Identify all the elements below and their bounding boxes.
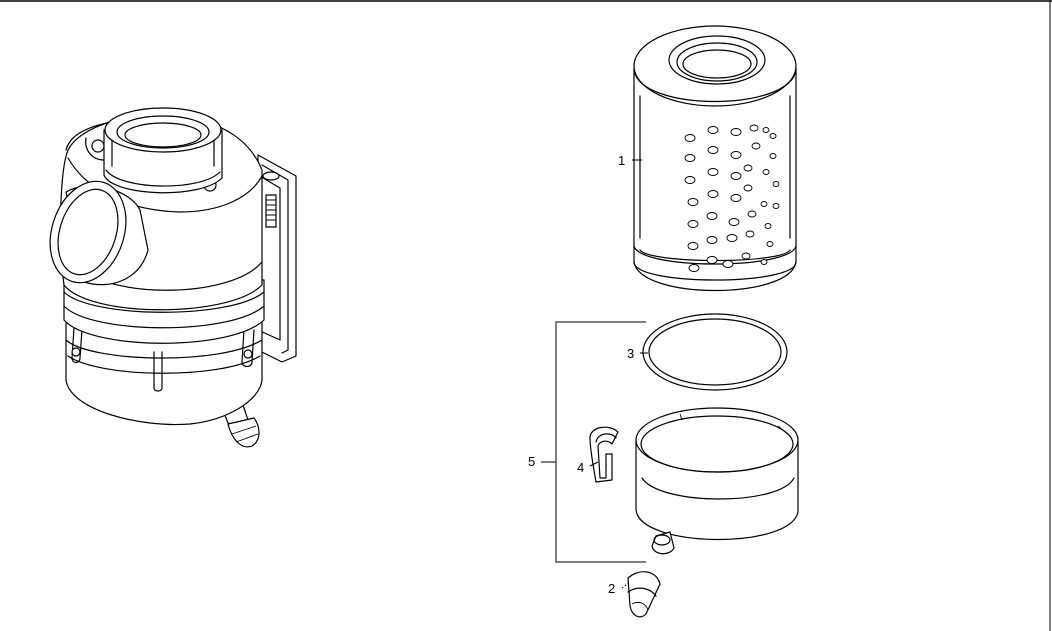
top-outlet <box>103 107 223 194</box>
retaining-clips <box>71 327 255 392</box>
dust-bowl <box>635 407 799 555</box>
leader-2 <box>621 581 631 589</box>
side-inlet <box>49 180 149 286</box>
group-bracket <box>541 321 646 563</box>
filter-element <box>633 25 797 292</box>
callout-1: 1 <box>618 153 625 168</box>
filter-perforations <box>684 124 780 272</box>
callout-4: 4 <box>577 460 584 475</box>
callout-2: 2 <box>608 581 615 596</box>
callout-5: 5 <box>528 454 535 469</box>
seal-ring <box>642 313 788 391</box>
assembled-air-filter <box>49 107 297 448</box>
retaining-clip <box>589 426 619 483</box>
leader-4 <box>589 461 599 467</box>
drain-valve-part <box>627 571 661 618</box>
bracket-bolt <box>262 171 280 228</box>
callout-3: 3 <box>627 346 634 361</box>
